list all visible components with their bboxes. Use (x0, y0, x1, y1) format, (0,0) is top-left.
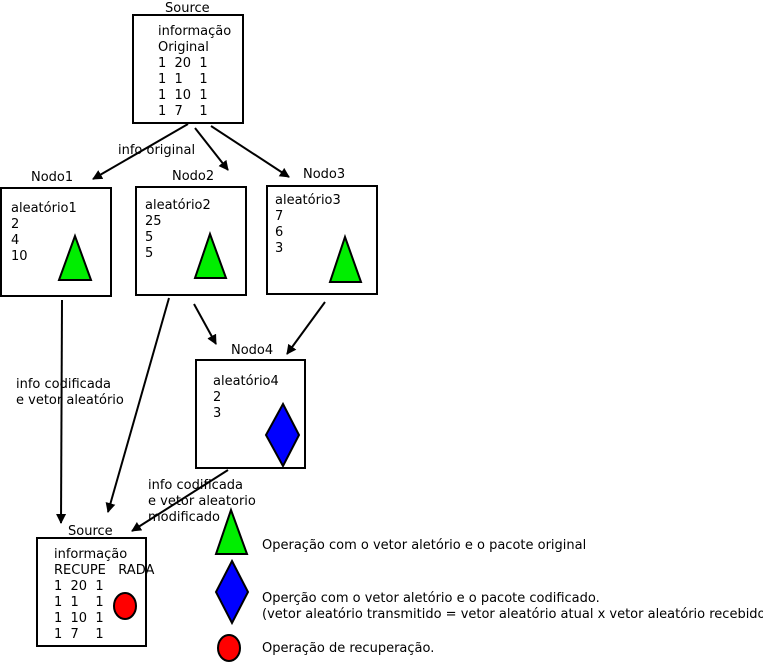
circle-icon (217, 634, 241, 662)
nodo1-line: 10 (11, 249, 28, 264)
source-bottom-line: 1 1 1 (54, 595, 104, 610)
nodo1-line: 2 (11, 217, 19, 232)
source-top-line: informação (158, 24, 231, 39)
nodo3-line: aleatório3 (275, 193, 341, 208)
nodo3-line: 6 (275, 225, 283, 240)
source-top-line: 1 1 1 (158, 72, 208, 87)
source-top-box (132, 14, 244, 124)
nodo2-line: 5 (145, 246, 153, 261)
source-bottom-node: Source informação RECUPE RADA 1 20 1 1 1… (36, 524, 154, 647)
source-bottom-line: informação (54, 547, 127, 562)
source-top-title: Source (165, 1, 210, 16)
nodo4-line: 3 (213, 406, 221, 421)
info-codificada-label: e vetor aleatório (16, 393, 124, 408)
info-codificada-mod-label: e vetor aleatorio (148, 494, 256, 509)
nodo1-line: aleatório1 (11, 201, 77, 216)
triangle-icon (57, 233, 93, 281)
nodo2-line: 25 (145, 214, 162, 229)
nodo4-line: 2 (213, 390, 221, 405)
edges (56, 123, 326, 532)
nodo3-line: 7 (275, 209, 283, 224)
nodo1-title: Nodo1 (31, 170, 73, 185)
nodo2-node: Nodo2 aleatório2 25 5 5 (135, 169, 247, 296)
source-bottom-line: 1 10 1 (54, 611, 104, 626)
nodo2-box (135, 186, 247, 296)
legend-diamond-text: Operção com o vetor aletório e o pacote … (262, 591, 600, 606)
triangle-icon (193, 230, 228, 279)
info-codificada-mod-label: modificado (148, 510, 220, 525)
diamond-icon (214, 558, 250, 626)
info-original-label: info original (118, 143, 195, 158)
edge-nodo1-source (56, 299, 67, 524)
source-bottom-line: 1 20 1 (54, 579, 104, 594)
nodo3-title: Nodo3 (303, 167, 345, 182)
edge-nodo3-nodo4 (286, 301, 326, 355)
triangle-icon (214, 506, 249, 555)
source-bottom-box (36, 537, 147, 647)
source-bottom-title: Source (68, 524, 113, 539)
nodo1-line: 4 (11, 233, 19, 248)
nodo3-node: Nodo3 aleatório3 7 6 3 (266, 167, 378, 295)
nodo3-box (266, 185, 378, 295)
edge-labels: info original info codificada e vetor al… (16, 143, 256, 525)
nodo4-node: Nodo4 aleatório4 2 3 (195, 343, 306, 469)
source-bottom-line: RECUPE RADA (54, 563, 154, 578)
diamond-icon (264, 401, 301, 469)
nodo2-title: Nodo2 (172, 169, 214, 184)
edge-nodo4-source (131, 469, 229, 532)
legend-circle-text: Operação de recuperação. (262, 641, 434, 656)
nodo1-box (0, 187, 112, 297)
legend: Operação com o vetor aletório e o pacote… (214, 506, 763, 662)
nodo4-title: Nodo4 (231, 343, 273, 358)
nodo4-line: aleatório4 (213, 374, 279, 389)
legend-triangle-text: Operação com o vetor aletório e o pacote… (262, 538, 586, 553)
edge-nodo2-nodo4 (193, 303, 217, 345)
edge-source-nodo2 (194, 127, 229, 171)
info-codificada-label: info codificada (16, 377, 111, 392)
legend-diamond-text: (vetor aleatório transmitido = vetor ale… (262, 607, 763, 622)
source-top-line: Original (158, 40, 209, 55)
circle-icon (113, 592, 137, 620)
nodo2-line: aleatório2 (145, 198, 211, 213)
triangle-icon (328, 233, 363, 283)
source-top-line: 1 7 1 (158, 104, 208, 119)
edge-source-nodo3 (210, 125, 290, 178)
edge-nodo2-source (105, 297, 170, 513)
nodo2-line: 5 (145, 230, 153, 245)
source-top-line: 1 20 1 (158, 56, 208, 71)
source-top-line: 1 10 1 (158, 88, 208, 103)
source-bottom-line: 1 7 1 (54, 627, 104, 642)
nodo3-line: 3 (275, 241, 283, 256)
edge-source-nodo1 (92, 123, 189, 180)
info-codificada-mod-label: info codificada (148, 478, 243, 493)
nodo1-node: Nodo1 aleatório1 2 4 10 (0, 170, 112, 297)
source-top-node: Source informação Original 1 20 1 1 1 1 … (132, 1, 244, 124)
